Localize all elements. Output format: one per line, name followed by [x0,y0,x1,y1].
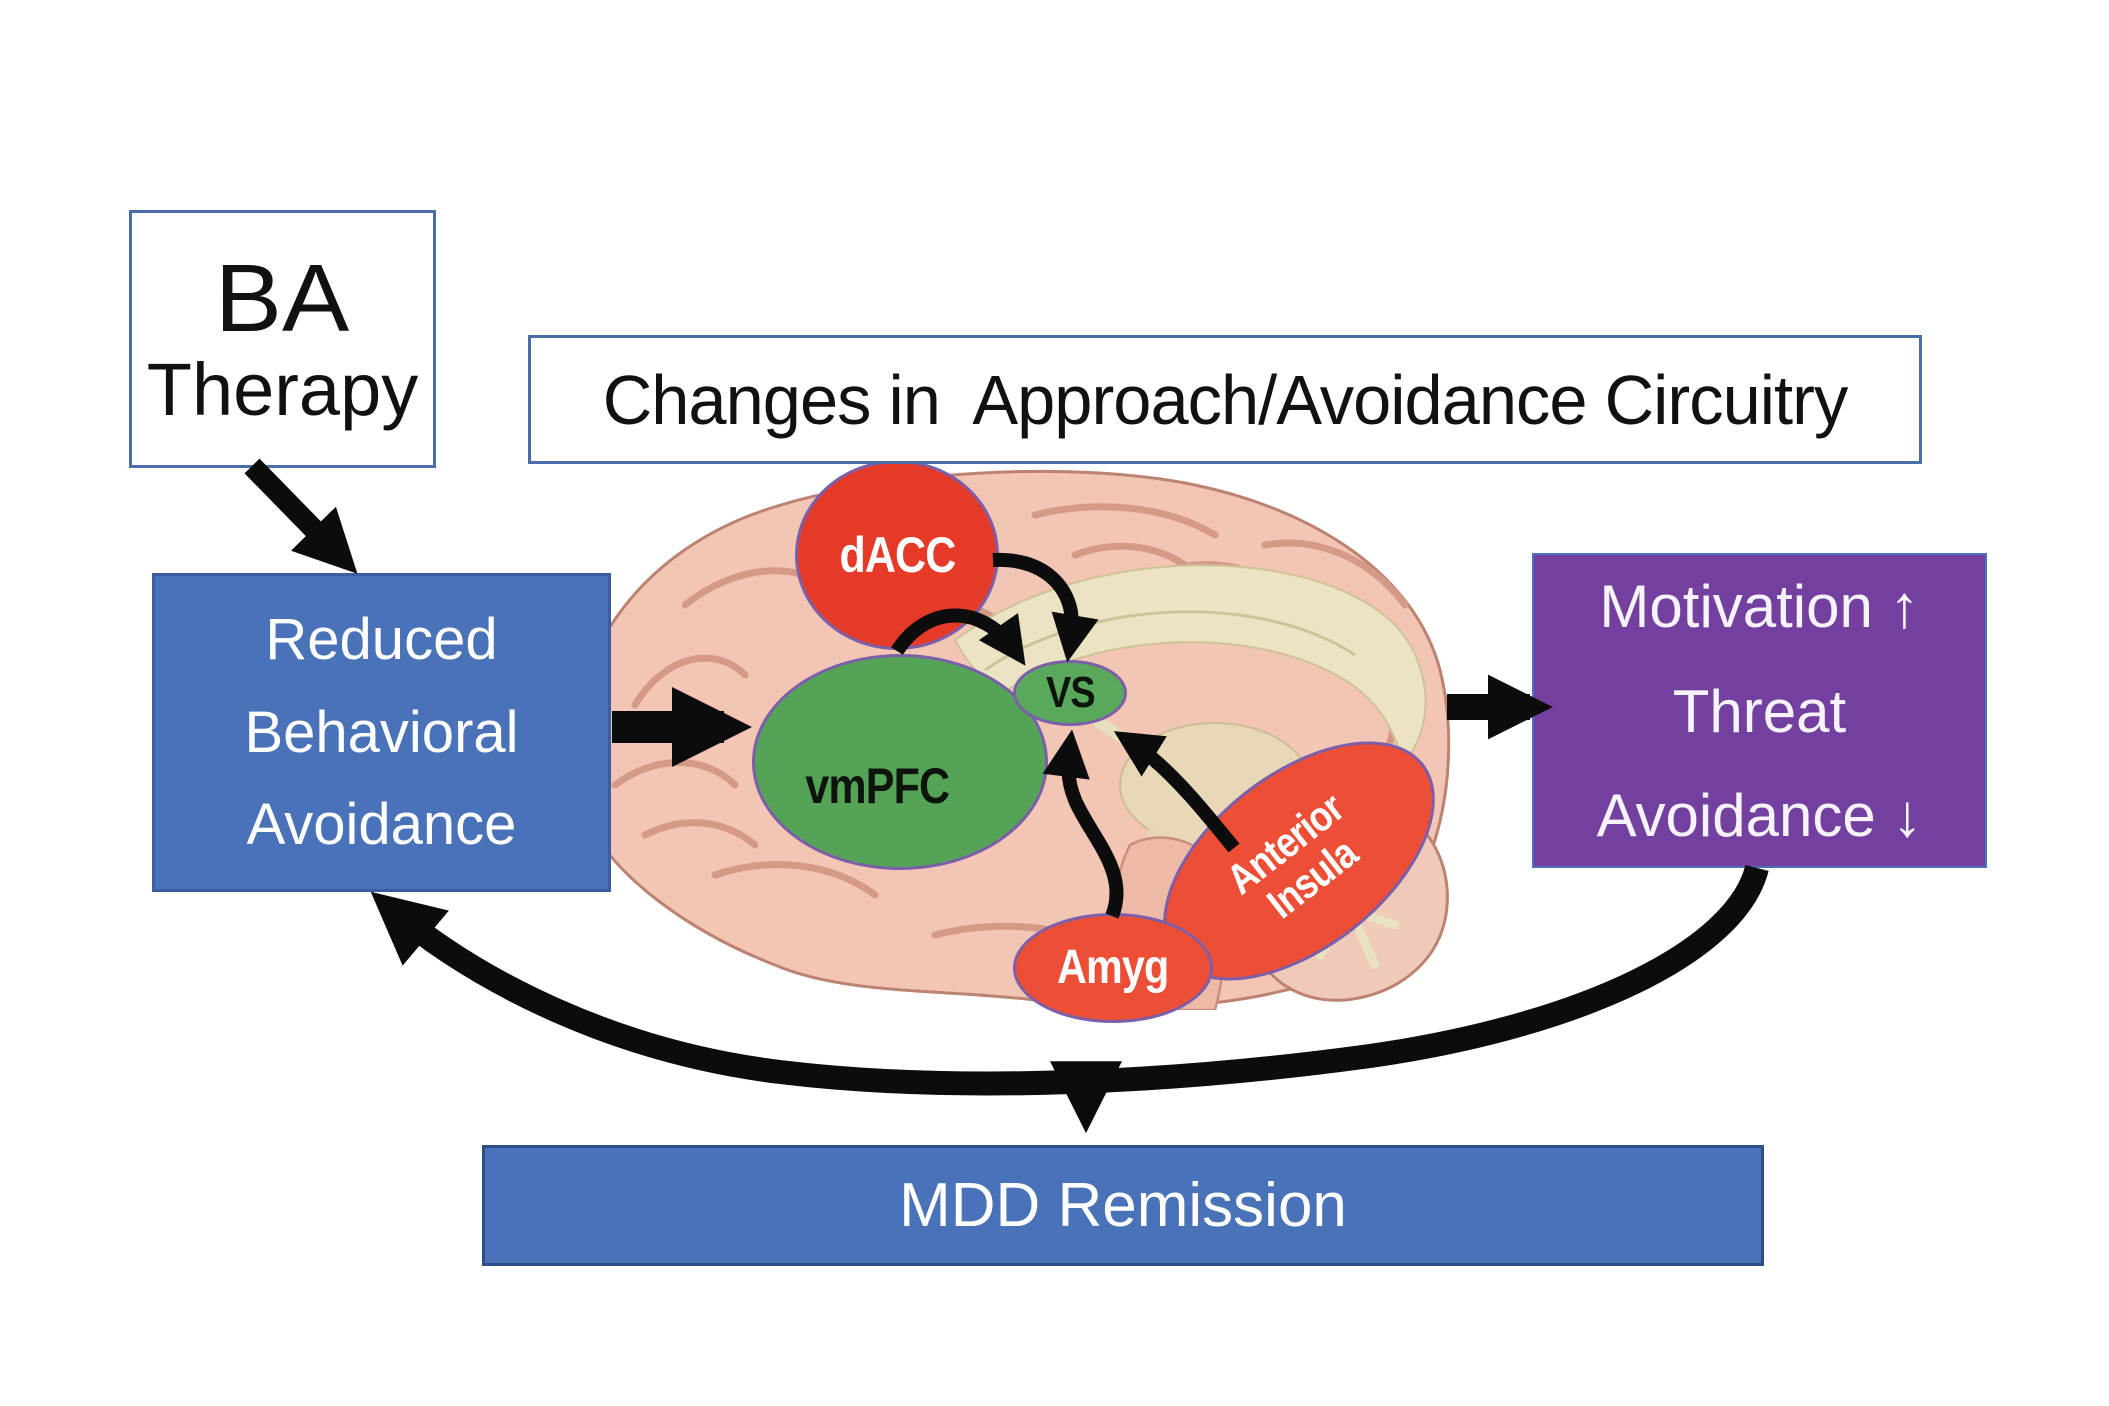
amyg-region-oval: Amyg [1013,913,1213,1023]
outcome-threat-line: Threat [1672,677,1847,745]
arrow-ba-to-reduced [244,458,358,574]
reduced-behavioral-avoidance-box: Reduced Behavioral Avoidance [152,573,611,892]
amyg-label: Amyg [1057,940,1169,994]
circuitry-title-text: Changes in Approach/Avoidance Circuitry [602,360,1849,439]
circuitry-title-box: Changes in Approach/Avoidance Circuitry [528,335,1922,464]
outcome-motivation-line: Motivation ↑ [1599,573,1920,640]
vmpfc-region-oval: vmPFC [752,654,1048,870]
mdd-remission-box: MDD Remission [482,1145,1764,1266]
vs-label: VS [1045,667,1096,717]
ba-therapy-line1: BA [215,245,350,352]
ba-therapy-box: BA Therapy [129,210,436,468]
dacc-label: dACC [839,526,956,583]
dacc-region-oval: dACC [795,460,999,650]
reduced-line1: Reduced [265,606,498,672]
outcome-avoidance-line: Avoidance ↓ [1596,782,1923,849]
motivation-threat-outcome-box: Motivation ↑ Threat Avoidance ↓ [1532,553,1987,868]
reduced-line2: Behavioral [244,699,519,765]
mdd-remission-text: MDD Remission [899,1171,1347,1240]
reduced-line3: Avoidance [246,792,517,858]
anterior-insula-label: Anterior Insula [1218,784,1379,937]
vs-region-oval: VS [1013,660,1127,726]
vmpfc-label: vmPFC [805,757,951,814]
ba-therapy-line2: Therapy [146,348,419,431]
